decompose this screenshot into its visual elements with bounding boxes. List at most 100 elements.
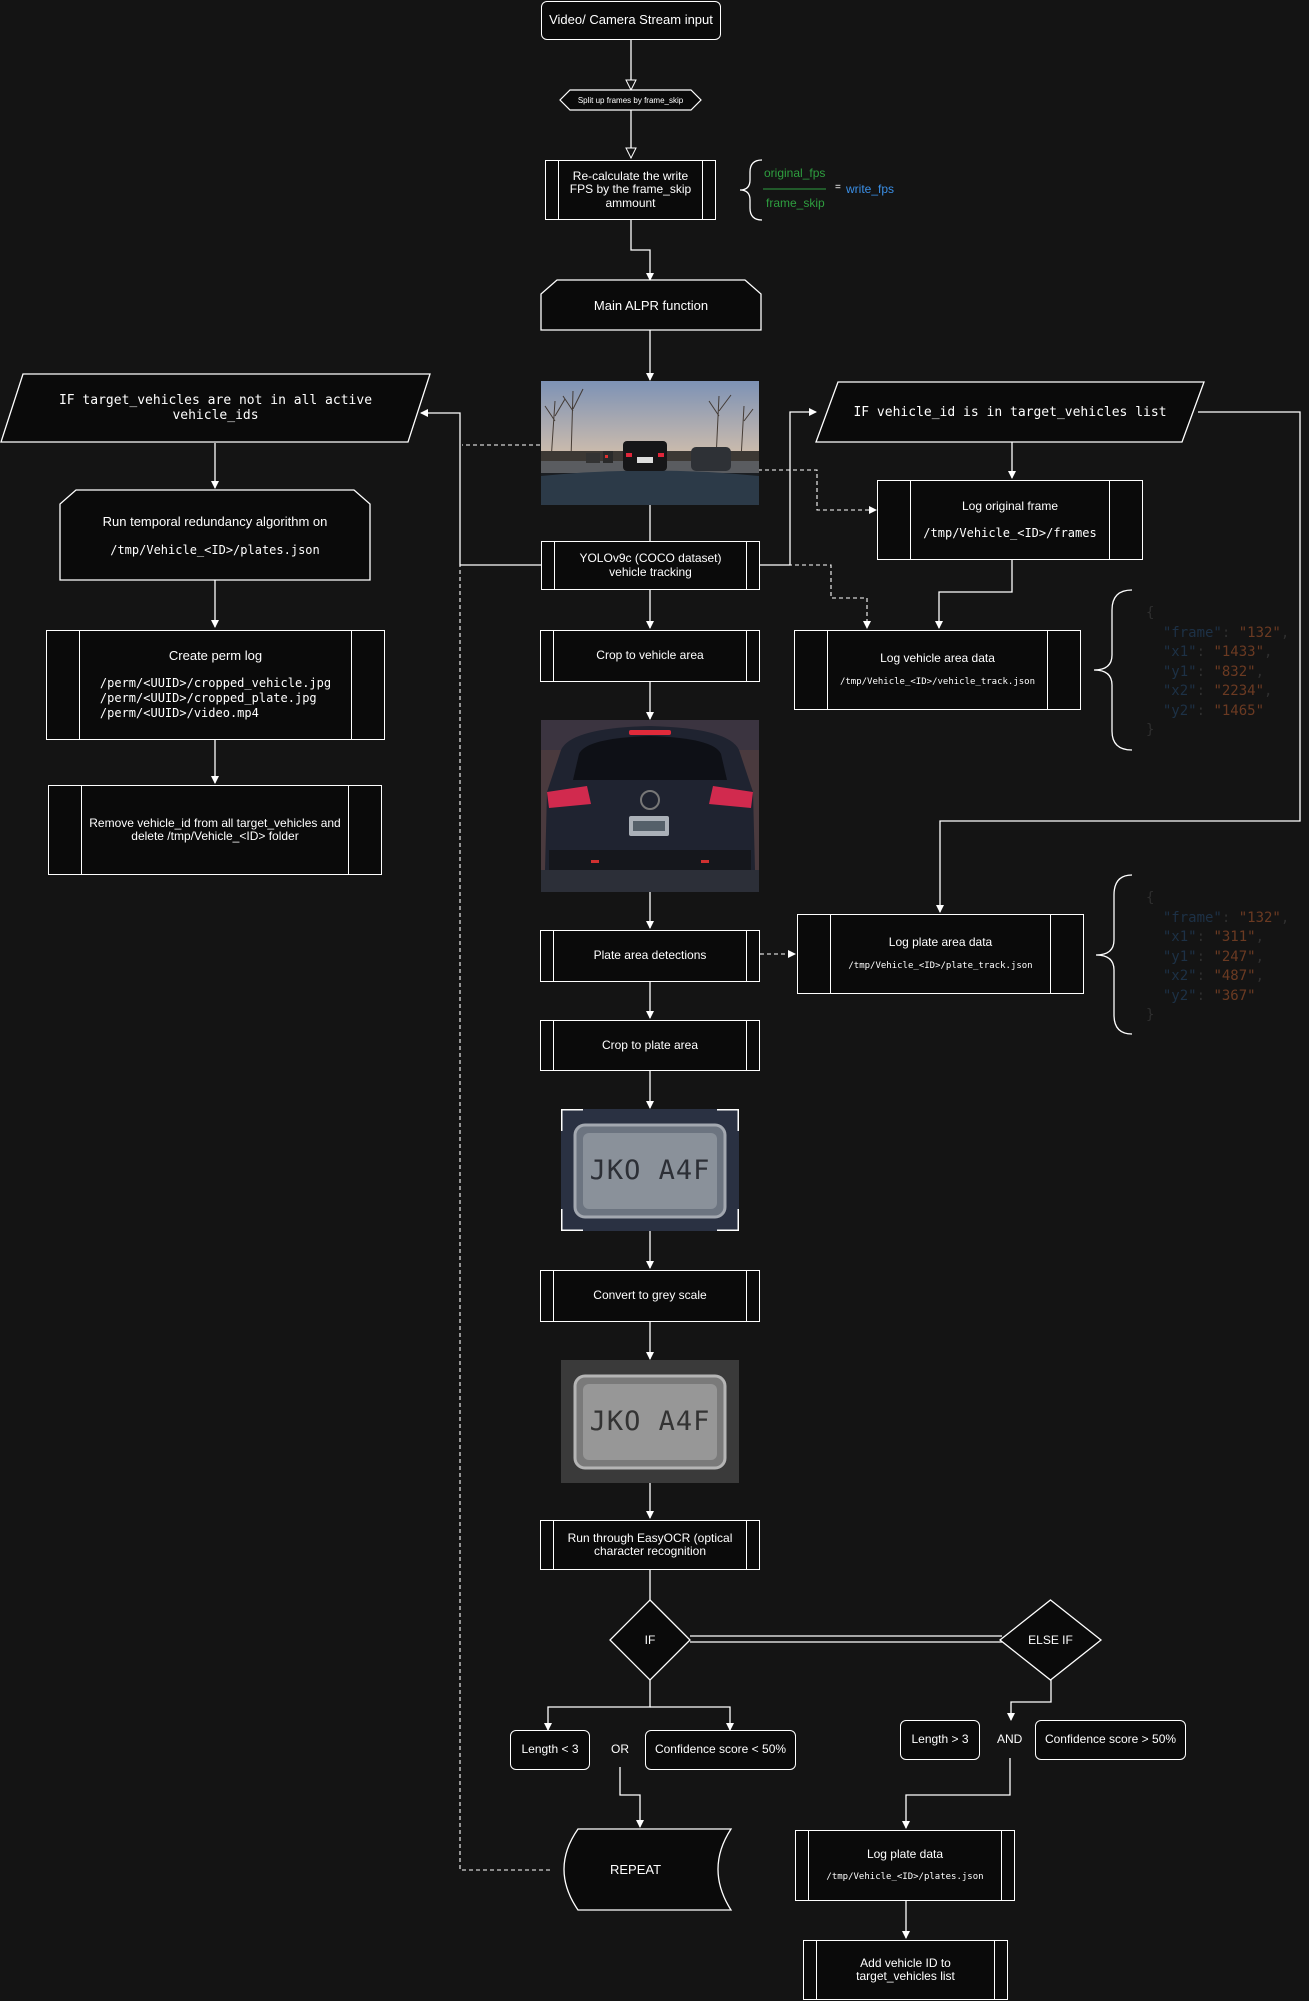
easyocr-node: Run through EasyOCR (optical character r… — [540, 1520, 760, 1570]
dashcam-scene — [541, 381, 759, 505]
vehicle-json-value: "832" — [1213, 663, 1256, 680]
if-not-active-node: IF target_vehicles are not in all active… — [0, 373, 431, 443]
perm-log-path: /perm/<UUID>/video.mp4 — [99, 705, 259, 720]
plate-json-value: "311" — [1213, 929, 1256, 945]
if-vehicle-in-target-label: IF vehicle_id is in target_vehicles list — [853, 404, 1167, 420]
plate-detect-node: Plate area detections — [540, 930, 760, 982]
vehicle-json-open-brace: { — [1146, 605, 1155, 621]
plate-json-key: "x2" — [1146, 968, 1197, 984]
vehicle-json-value: "132" — [1238, 624, 1281, 641]
else-if-decision: ELSE IF — [998, 1599, 1103, 1681]
dashcam-frame-image — [541, 381, 759, 505]
length-gt-node: Length > 3 — [900, 1720, 980, 1760]
plate-json-key: "y1" — [1146, 948, 1197, 965]
split-frames-label: Split up frames by frame_skip — [577, 95, 684, 105]
crop-vehicle-label: Crop to vehicle area — [596, 648, 704, 663]
plate-json-value: "247" — [1213, 948, 1256, 965]
plate-json-field: "x2": "487", — [1146, 968, 1265, 984]
vehicle-rear-scene — [541, 720, 759, 892]
video-input-label: Video/ Camera Stream input — [549, 12, 713, 28]
log-vehicle-area-path: /tmp/Vehicle_<ID>/vehicle_track.json — [839, 676, 1036, 687]
diamond-shape — [998, 1599, 1103, 1681]
log-plate-area-node: Log plate area data /tmp/Vehicle_<ID>/pl… — [797, 914, 1084, 994]
easyocr-label: Run through EasyOCR (optical character r… — [567, 1530, 733, 1558]
loop-limit-shape — [540, 279, 762, 331]
or-label: OR — [611, 1742, 629, 1756]
vehicle-json-close-brace: } — [1146, 722, 1155, 738]
length-lt-node: Length < 3 — [510, 1730, 590, 1770]
vehicle-json-field: "x2": "2234", — [1146, 683, 1273, 699]
vehicle-json-value: "2234" — [1213, 683, 1265, 699]
yolo-tracking-node: YOLOv9c (COCO dataset) vehicle tracking — [541, 541, 760, 590]
loop-limit-shape — [59, 489, 371, 581]
repeat-node: REPEAT — [550, 1828, 733, 1911]
hexagon-shape — [559, 89, 702, 111]
plate-detect-label: Plate area detections — [593, 948, 707, 963]
cropped-vehicle-image — [541, 720, 759, 892]
length-gt-label: Length > 3 — [911, 1732, 969, 1747]
else-if-label: ELSE IF — [1028, 1633, 1073, 1647]
plate-json-field: "frame": "132", — [1146, 909, 1290, 926]
conf-gt-node: Confidence score > 50% — [1035, 1720, 1186, 1760]
plate-json-value: "487" — [1213, 968, 1256, 984]
recalc-fps-label: Re-calculate the write FPS by the frame_… — [569, 169, 692, 210]
log-plate-area-path: /tmp/Vehicle_<ID>/plate_track.json — [848, 960, 1033, 971]
grey-plate-text: JKO A4F — [589, 1406, 711, 1437]
split-frames-node: Split up frames by frame_skip — [559, 89, 702, 111]
crop-plate-label: Crop to plate area — [601, 1037, 699, 1052]
log-plate-area-title: Log plate area data — [888, 935, 993, 950]
main-alpr-node: Main ALPR function — [540, 279, 762, 331]
perm-log-path: /perm/<UUID>/cropped_vehicle.jpg — [99, 675, 332, 690]
remove-vehicle-label: Remove vehicle_id from all target_vehicl… — [89, 815, 341, 843]
diamond-shape — [609, 1599, 691, 1681]
parallelogram-shape — [0, 373, 431, 443]
vehicle-json-field: "y1": "832", — [1146, 663, 1265, 680]
vehicle-json-key: "y1" — [1146, 663, 1197, 680]
plate-json-key: "frame" — [1146, 909, 1222, 926]
plate-json-field: "y1": "247", — [1146, 948, 1265, 965]
log-original-frame-title: Log original frame — [961, 498, 1059, 513]
fps-result: write_fps — [846, 182, 895, 196]
vehicle-json-key: "x1" — [1146, 644, 1197, 660]
yolo-tracking-label: YOLOv9c (COCO dataset) vehicle tracking — [579, 551, 722, 579]
add-vehicle-id-label: Add vehicle ID to target_vehicles list — [856, 1955, 955, 1983]
conf-lt-label: Confidence score < 50% — [654, 1742, 787, 1757]
recalc-fps-node: Re-calculate the write FPS by the frame_… — [545, 160, 716, 220]
crop-plate-node: Crop to plate area — [540, 1020, 760, 1071]
if-decision: IF — [609, 1599, 691, 1681]
add-vehicle-id-node: Add vehicle ID to target_vehicles list — [803, 1940, 1008, 2000]
temporal-node: Run temporal redundancy algorithm on /tm… — [59, 489, 371, 581]
fps-denominator: frame_skip — [766, 196, 825, 210]
log-vehicle-area-node: Log vehicle area data /tmp/Vehicle_<ID>/… — [794, 630, 1081, 710]
cropped-plate-image: JKO A4F — [561, 1109, 739, 1231]
plate-json-key: "y2" — [1146, 987, 1197, 1004]
log-vehicle-area-title: Log vehicle area data — [880, 651, 995, 666]
perm-log-node: Create perm log /perm/<UUID>/cropped_veh… — [46, 630, 385, 740]
plate-json-close-brace: } — [1146, 1007, 1155, 1023]
plate-json-value: "132" — [1238, 909, 1281, 926]
plate-json-key: "x1" — [1146, 929, 1197, 945]
and-label: AND — [997, 1732, 1023, 1746]
conf-lt-node: Confidence score < 50% — [645, 1730, 796, 1770]
length-lt-label: Length < 3 — [521, 1742, 579, 1757]
vehicle-json-key: "x2" — [1146, 683, 1197, 699]
vehicle-json-value: "1433" — [1213, 644, 1265, 660]
if-vehicle-in-target-node: IF vehicle_id is in target_vehicles list — [815, 381, 1205, 443]
vehicle-track-json: { "frame": "132", "x1": "1433", "y1": "8… — [1146, 604, 1289, 741]
log-original-frame-node: Log original frame /tmp/Vehicle_<ID>/fra… — [877, 480, 1143, 560]
plate-json-value: "367" — [1213, 987, 1256, 1004]
vehicle-json-field: "y2": "1465" — [1146, 702, 1265, 719]
stored-data-shape — [563, 1828, 733, 1911]
grey-scale-label: Convert to grey scale — [593, 1288, 707, 1303]
log-original-frame-path: /tmp/Vehicle_<ID>/frames — [923, 526, 1097, 540]
fps-numerator: original_fps — [764, 166, 826, 180]
vehicle-json-field: "x1": "1433", — [1146, 644, 1273, 660]
temporal-title: Run temporal redundancy algorithm on — [102, 513, 328, 529]
plate-text: JKO A4F — [589, 1154, 711, 1186]
vehicle-json-field: "frame": "132", — [1146, 624, 1290, 641]
plate-json-field: "y2": "367" — [1146, 987, 1256, 1004]
log-plate-data-node: Log plate data /tmp/Vehicle_<ID>/plates.… — [795, 1830, 1015, 1901]
main-alpr-label: Main ALPR function — [593, 297, 709, 313]
repeat-label: REPEAT — [609, 1862, 662, 1877]
perm-log-path: /perm/<UUID>/cropped_plate.jpg — [99, 690, 317, 705]
